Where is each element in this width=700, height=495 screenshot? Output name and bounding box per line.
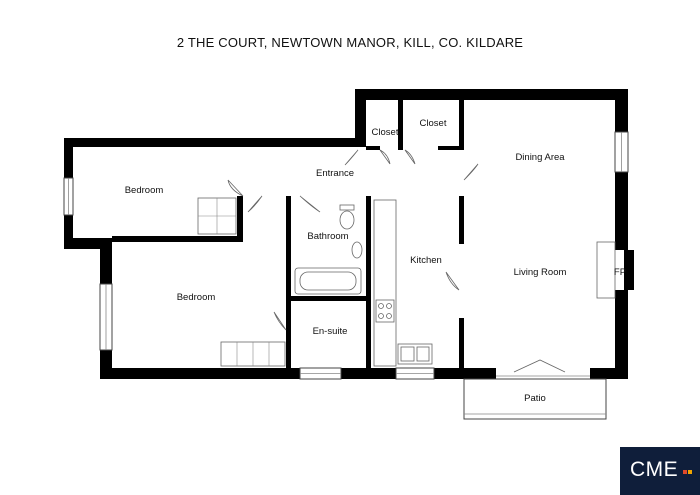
doors	[227, 149, 590, 377]
wall-bedroom1-bottom	[112, 236, 243, 242]
label-bedroom-2: Bedroom	[177, 292, 216, 303]
wall-bathroom-bottom	[286, 296, 370, 301]
windows	[63, 131, 629, 380]
wall-top-right	[355, 89, 628, 100]
wall-kitchen-right-lower	[459, 318, 464, 368]
wall-left-bedroom1-upper	[64, 138, 73, 178]
logo-text: CME	[630, 458, 679, 481]
label-en-suite: En-suite	[313, 326, 348, 337]
label-living-room: Living Room	[514, 267, 567, 278]
door-ensuite	[273, 311, 287, 331]
fixtures	[197, 197, 616, 367]
plan-title: 2 THE COURT, NEWTOWN MANOR, KILL, CO. KI…	[176, 35, 524, 50]
label-bedroom-1: Bedroom	[125, 185, 164, 196]
wall-bottom-left	[100, 368, 300, 379]
wall-closet2-bottom	[438, 146, 464, 150]
label-dining-area: Dining Area	[515, 152, 565, 163]
door-patio	[513, 359, 566, 373]
wall-closet-right	[459, 100, 464, 150]
toilet	[339, 210, 355, 230]
label-fireplace: FP	[614, 267, 626, 278]
wall-right-upper	[615, 89, 628, 132]
wall-bottom-kitchen	[434, 368, 496, 379]
door-kitchen	[445, 271, 460, 291]
wall-bottom-right	[590, 368, 628, 379]
door-bathroom	[299, 195, 321, 213]
wall-fireplace-chimney	[624, 250, 634, 290]
hob	[375, 299, 395, 323]
wall-entrance-upper-left	[355, 89, 366, 147]
label-bathroom: Bathroom	[307, 231, 348, 242]
patio	[463, 378, 607, 420]
wall-bedroom1-right	[237, 196, 243, 241]
wall-top-left	[64, 138, 358, 147]
wall-right-mid	[615, 172, 628, 250]
wall-bedroom1-step	[64, 238, 112, 249]
logo-dot-red	[683, 470, 687, 474]
door-bedroom1	[227, 179, 244, 197]
logo-dots	[683, 470, 695, 476]
wall-closet-divider	[398, 100, 403, 150]
label-closet-2: Closet	[420, 118, 447, 129]
wall-left-bedroom2-upper	[100, 249, 112, 284]
door-entrance-left	[247, 195, 263, 213]
door-closet2	[404, 149, 416, 165]
wall-closet1-bottom	[366, 146, 380, 150]
bathroom-sink	[351, 241, 363, 259]
kitchen-counter	[373, 199, 397, 367]
fireplace	[596, 241, 616, 299]
patio-outline	[463, 378, 607, 420]
room-labels: Bedroom Bedroom Entrance Closet Closet B…	[125, 118, 626, 404]
door-dining	[463, 163, 479, 181]
label-closet-1: Closet	[372, 127, 399, 138]
label-kitchen: Kitchen	[410, 255, 442, 266]
wall-right-lower	[615, 290, 628, 379]
wall-bathroom-left	[286, 196, 291, 300]
door-entrance-right	[344, 149, 359, 166]
door-closet1	[379, 149, 391, 165]
cme-logo: CME	[620, 447, 700, 495]
walls	[64, 89, 634, 379]
wall-bottom-mid	[341, 368, 396, 379]
wall-ensuite-right	[286, 301, 291, 368]
logo-dot-orange	[688, 470, 692, 474]
wall-bathroom-kitchen	[366, 196, 371, 368]
label-patio: Patio	[524, 393, 546, 404]
label-entrance: Entrance	[316, 168, 354, 179]
wall-kitchen-right-upper	[459, 196, 464, 244]
wall-left-bedroom1-lower	[64, 215, 73, 249]
